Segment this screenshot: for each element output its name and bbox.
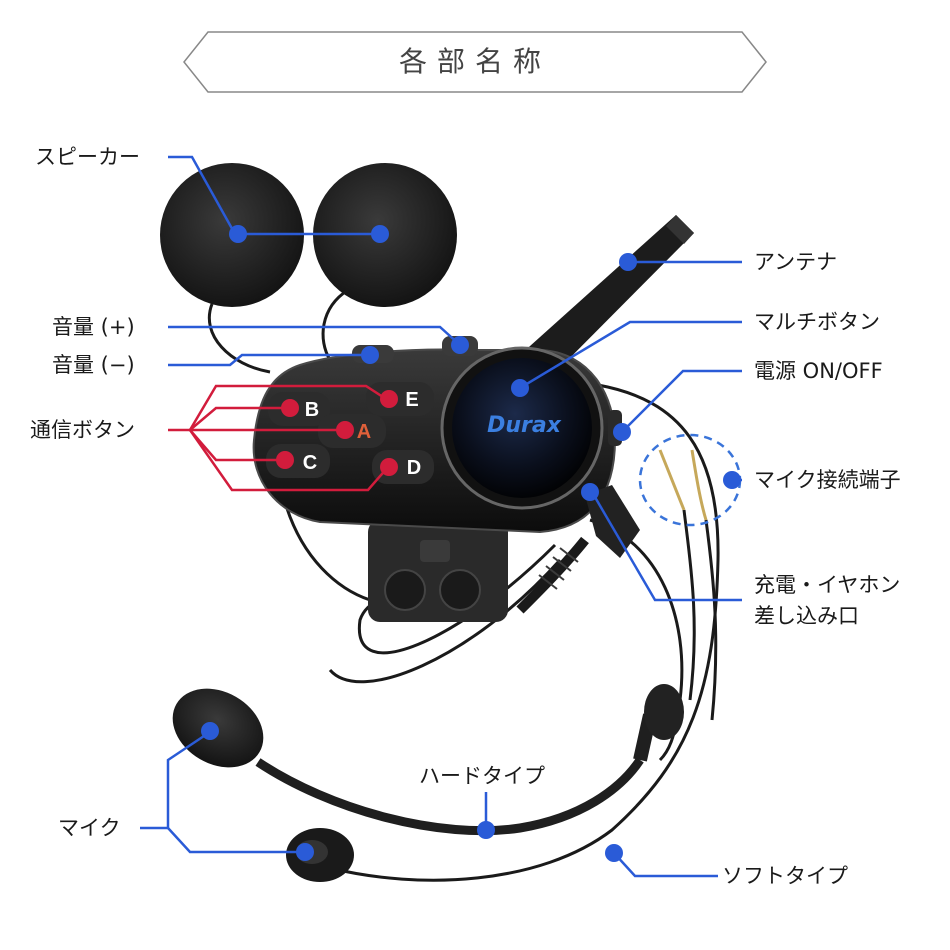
button-b-label: B [305, 399, 319, 421]
label-comm-buttons: 通信ボタン [30, 418, 135, 442]
label-speaker: スピーカー [35, 145, 140, 169]
leader-lines-red [168, 384, 389, 492]
button-e-label: E [405, 389, 418, 411]
label-soft-type: ソフトタイプ [722, 864, 848, 888]
label-hard-type: ハードタイプ [419, 764, 545, 788]
button-e[interactable] [366, 382, 434, 416]
label-volume-down: 音量 (−) [52, 353, 135, 377]
label-charge-line1: 充電・イヤホン [754, 573, 901, 597]
label-power: 電源 ON/OFF [754, 359, 883, 383]
leader-lines-blue [140, 155, 742, 878]
leader-dots-red [276, 390, 398, 476]
label-charge-line2: 差し込み口 [754, 604, 859, 628]
hard-type-mic [172, 684, 684, 836]
soft-type-mic [286, 828, 354, 882]
label-multi-button: マルチボタン [754, 310, 880, 334]
brand-logo: Durax [487, 413, 562, 438]
button-b[interactable] [268, 392, 330, 426]
button-a-label: A [357, 421, 371, 443]
label-mic: マイク [58, 816, 121, 840]
antenna [520, 215, 694, 380]
label-mic-port: マイク接続端子 [754, 468, 901, 492]
label-antenna: アンテナ [754, 250, 838, 274]
button-c-label: C [303, 452, 317, 474]
mount-clip [368, 520, 508, 622]
button-d-label: D [407, 457, 421, 479]
page-title: 各部名称 [398, 45, 551, 78]
label-volume-up: 音量 (+) [52, 315, 135, 339]
leader-dots-blue [201, 225, 741, 862]
mic-connector [658, 449, 718, 721]
title-banner [183, 31, 767, 93]
